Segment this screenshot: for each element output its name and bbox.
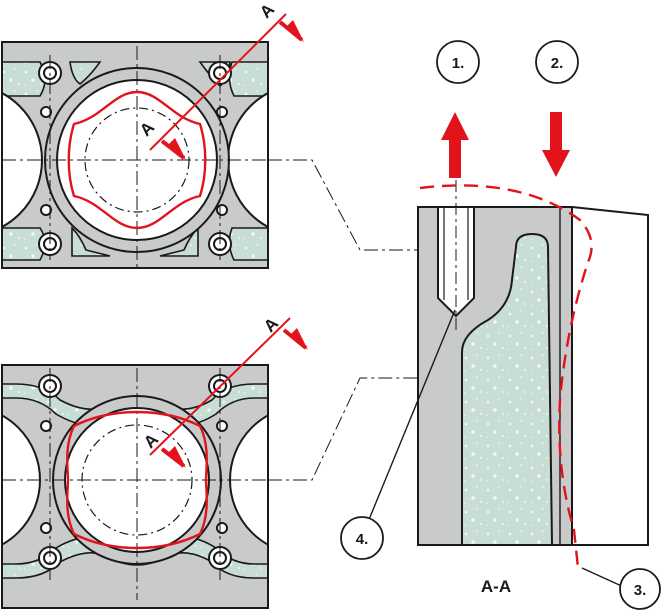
- leader-line-4: [367, 309, 456, 523]
- section-marker-top-outer: A: [256, 0, 278, 22]
- callout-4: 4.: [340, 516, 384, 560]
- bottom-engine-block-view: [1, 364, 269, 609]
- callout-1: 1.: [436, 40, 480, 84]
- section-caption: A-A: [481, 577, 511, 596]
- svg-text:3.: 3.: [634, 582, 647, 599]
- section-marker-bottom-outer: A: [260, 314, 282, 336]
- section-line-bottom: [149, 317, 308, 468]
- svg-text:1.: 1.: [452, 55, 465, 72]
- arrow-up-icon: [441, 112, 469, 178]
- top-engine-block-view: [1, 41, 269, 269]
- svg-text:2.: 2.: [551, 55, 564, 72]
- section-line-top: [149, 13, 304, 160]
- leader-line-3: [581, 567, 627, 589]
- callout-3: 3.: [619, 568, 661, 610]
- section-view-a-a: [417, 180, 649, 569]
- arrow-down-icon: [542, 112, 570, 177]
- svg-text:4.: 4.: [356, 531, 369, 548]
- callout-2: 2.: [535, 40, 579, 84]
